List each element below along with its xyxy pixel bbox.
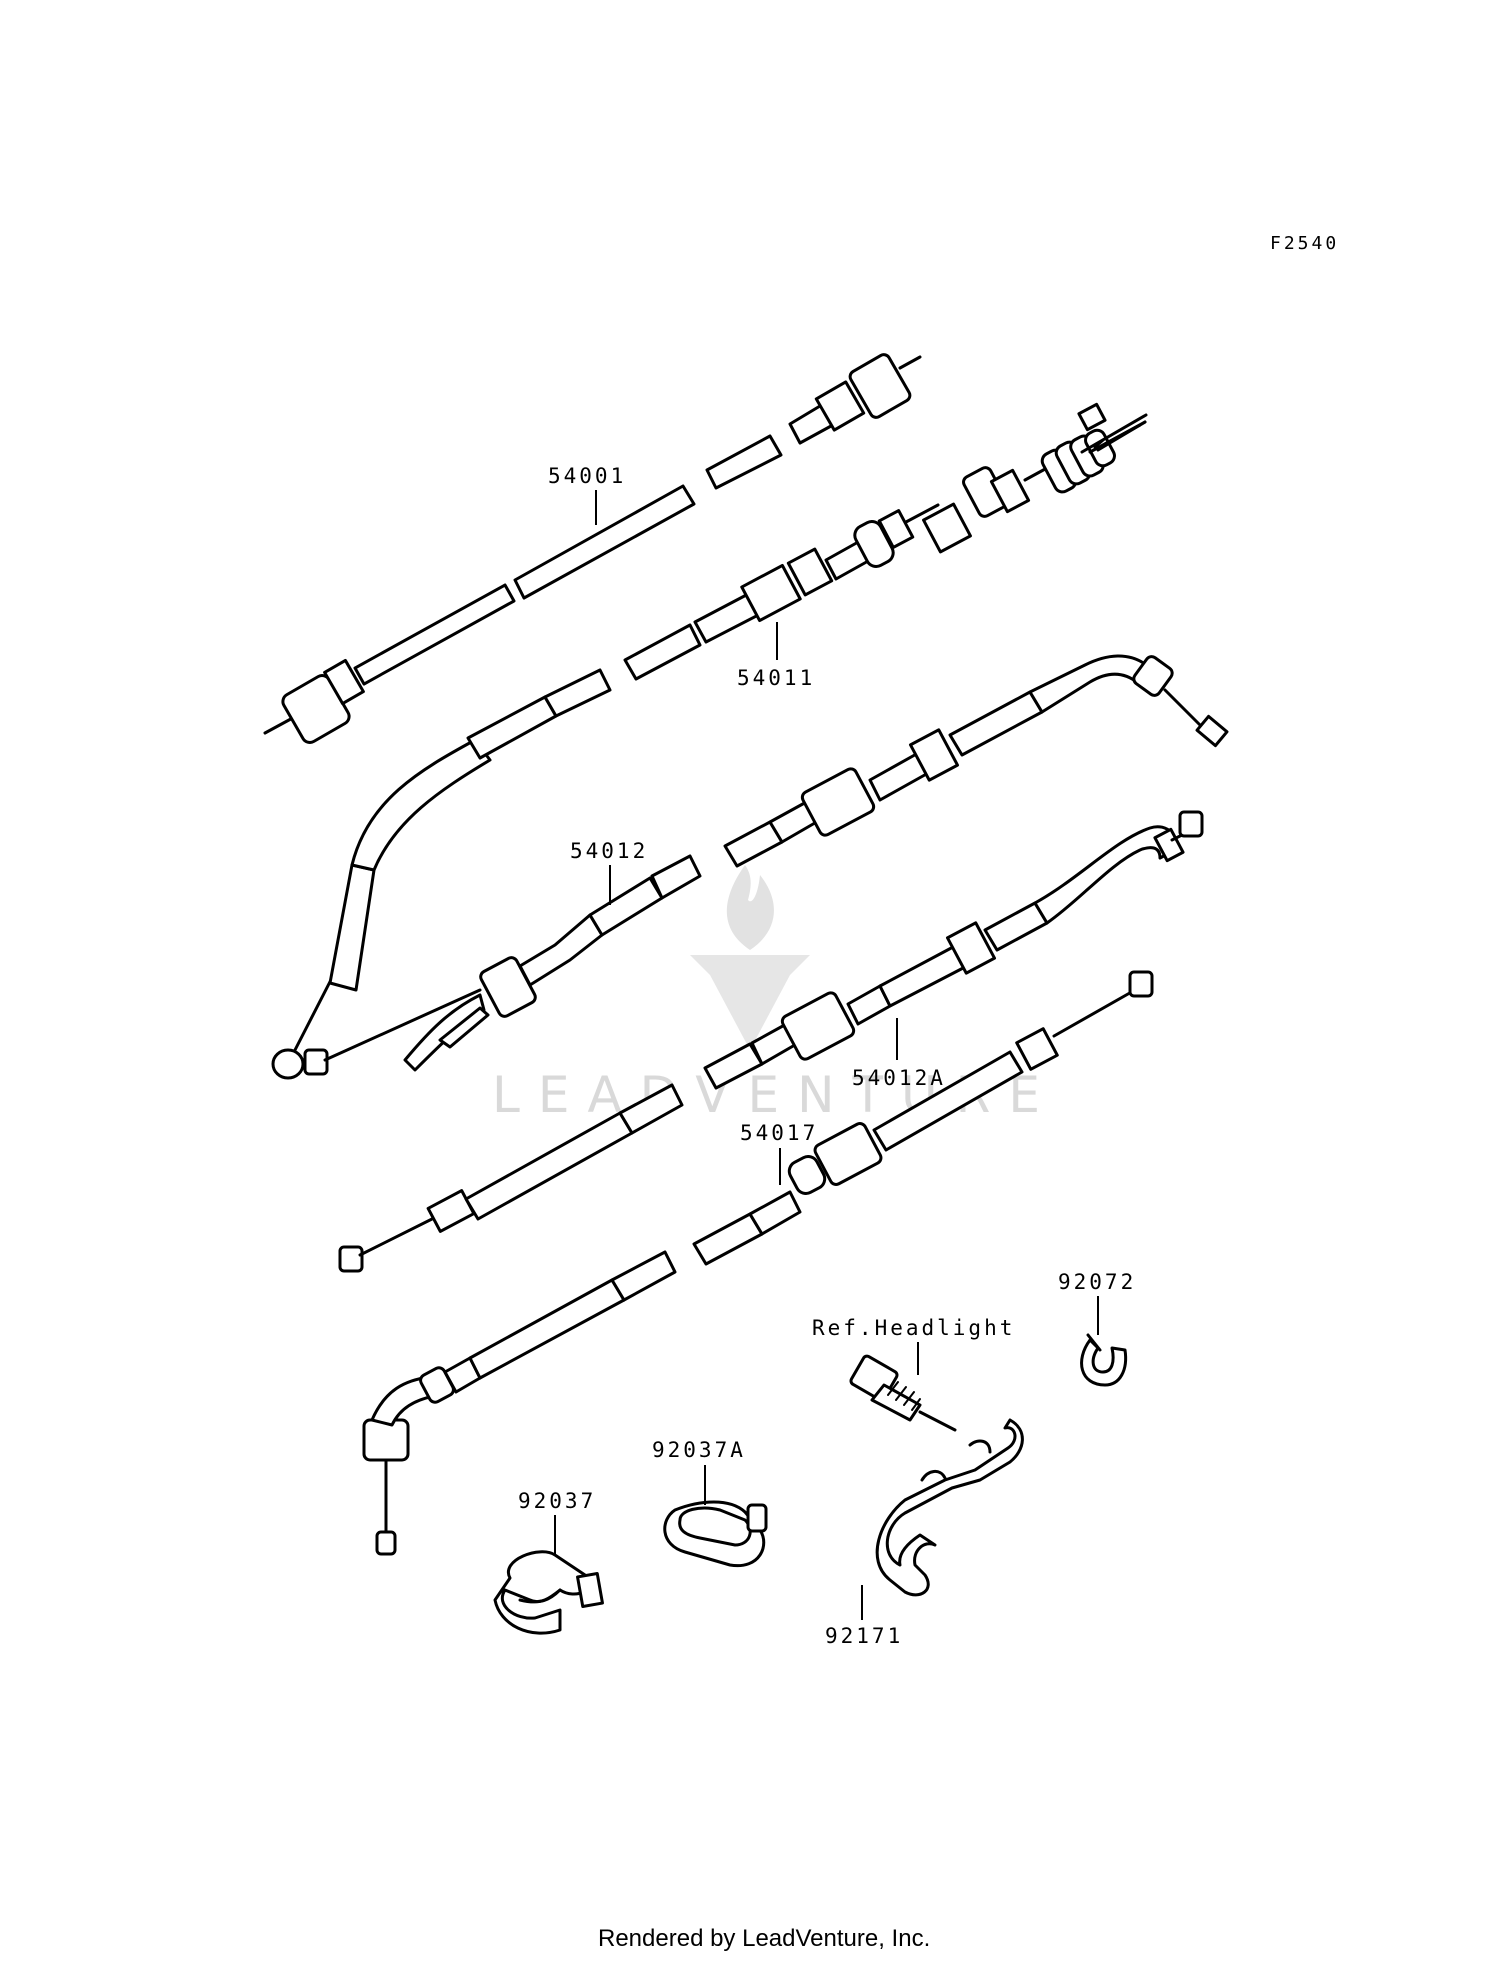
part-label-92171[interactable]: 92171 <box>825 1624 903 1648</box>
cable-54001[interactable] <box>263 352 922 745</box>
part-label-54011[interactable]: 54011 <box>737 666 815 690</box>
bolt-ref-headlight[interactable] <box>849 1354 957 1432</box>
part-label-54012A[interactable]: 54012A <box>852 1066 946 1090</box>
part-label-54001[interactable]: 54001 <box>548 464 626 488</box>
bracket-92171[interactable] <box>875 1418 1024 1597</box>
part-label-92037[interactable]: 92037 <box>518 1489 596 1513</box>
part-label-54012[interactable]: 54012 <box>570 839 648 863</box>
cable-54012[interactable] <box>303 654 1229 1076</box>
cable-54011[interactable] <box>271 402 1148 1080</box>
part-label-54017[interactable]: 54017 <box>740 1121 818 1145</box>
clamp-92037[interactable] <box>493 1550 604 1635</box>
footer-credit: Rendered by LeadVenture, Inc. <box>598 1925 930 1952</box>
diagram-code: F2540 <box>1270 233 1339 254</box>
part-label-92037A[interactable]: 92037A <box>652 1438 746 1462</box>
part-label-ref-headlight[interactable]: Ref.Headlight <box>812 1316 1015 1340</box>
leader-lines <box>554 490 1099 1620</box>
cable-54017[interactable] <box>362 970 1154 1556</box>
holder-92037A[interactable] <box>663 1500 768 1568</box>
clamp-92072[interactable] <box>1080 1333 1128 1387</box>
part-label-92072[interactable]: 92072 <box>1058 1270 1136 1294</box>
watermark-flame-icon <box>726 865 774 950</box>
cable-54012A[interactable] <box>338 810 1204 1273</box>
watermark-v-icon <box>690 955 810 1050</box>
